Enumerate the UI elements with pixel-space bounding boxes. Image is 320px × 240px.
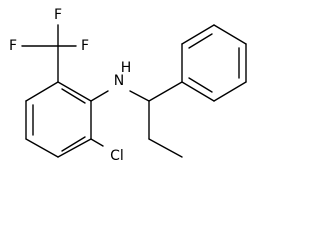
atom-label-chlorine: Cl — [110, 148, 124, 164]
phenyl-ring — [181, 24, 247, 102]
trifluoromethyl-group — [21, 24, 77, 83]
bond-ring-to-cl — [90, 138, 104, 147]
atom-label-f-top: F — [54, 7, 62, 23]
chlorophenyl-ring — [25, 81, 92, 158]
ring1-double-bond-b — [61, 136, 86, 152]
atom-label-nitrogen: N — [114, 73, 124, 89]
propyl-chain — [148, 81, 183, 158]
ring2-bond-5 — [213, 81, 247, 102]
ring1-bond-6 — [57, 81, 92, 102]
molecule-structure: F F F N H Cl — [9, 7, 247, 164]
ring1-bond-3 — [25, 138, 59, 158]
ring1-bond-4 — [57, 138, 92, 158]
ring2-double-bond-a — [188, 33, 213, 49]
bond-ch2-to-ch3 — [148, 138, 183, 158]
atom-label-f-left: F — [9, 38, 17, 54]
ring1-bond-1 — [25, 81, 59, 102]
atom-label-f-right: F — [81, 38, 89, 54]
bond-n-to-ch — [129, 90, 150, 102]
ring2-bond-2 — [181, 24, 215, 45]
ring2-bond-3 — [213, 24, 247, 45]
ring2-bond-6 — [181, 81, 215, 102]
ring1-double-bond-c — [61, 88, 86, 104]
atom-label-hydrogen: H — [121, 60, 132, 76]
ring2-double-bond-c — [188, 77, 213, 93]
bond-ch-to-phenyl — [148, 81, 183, 102]
bond-ring-to-n — [90, 90, 109, 102]
